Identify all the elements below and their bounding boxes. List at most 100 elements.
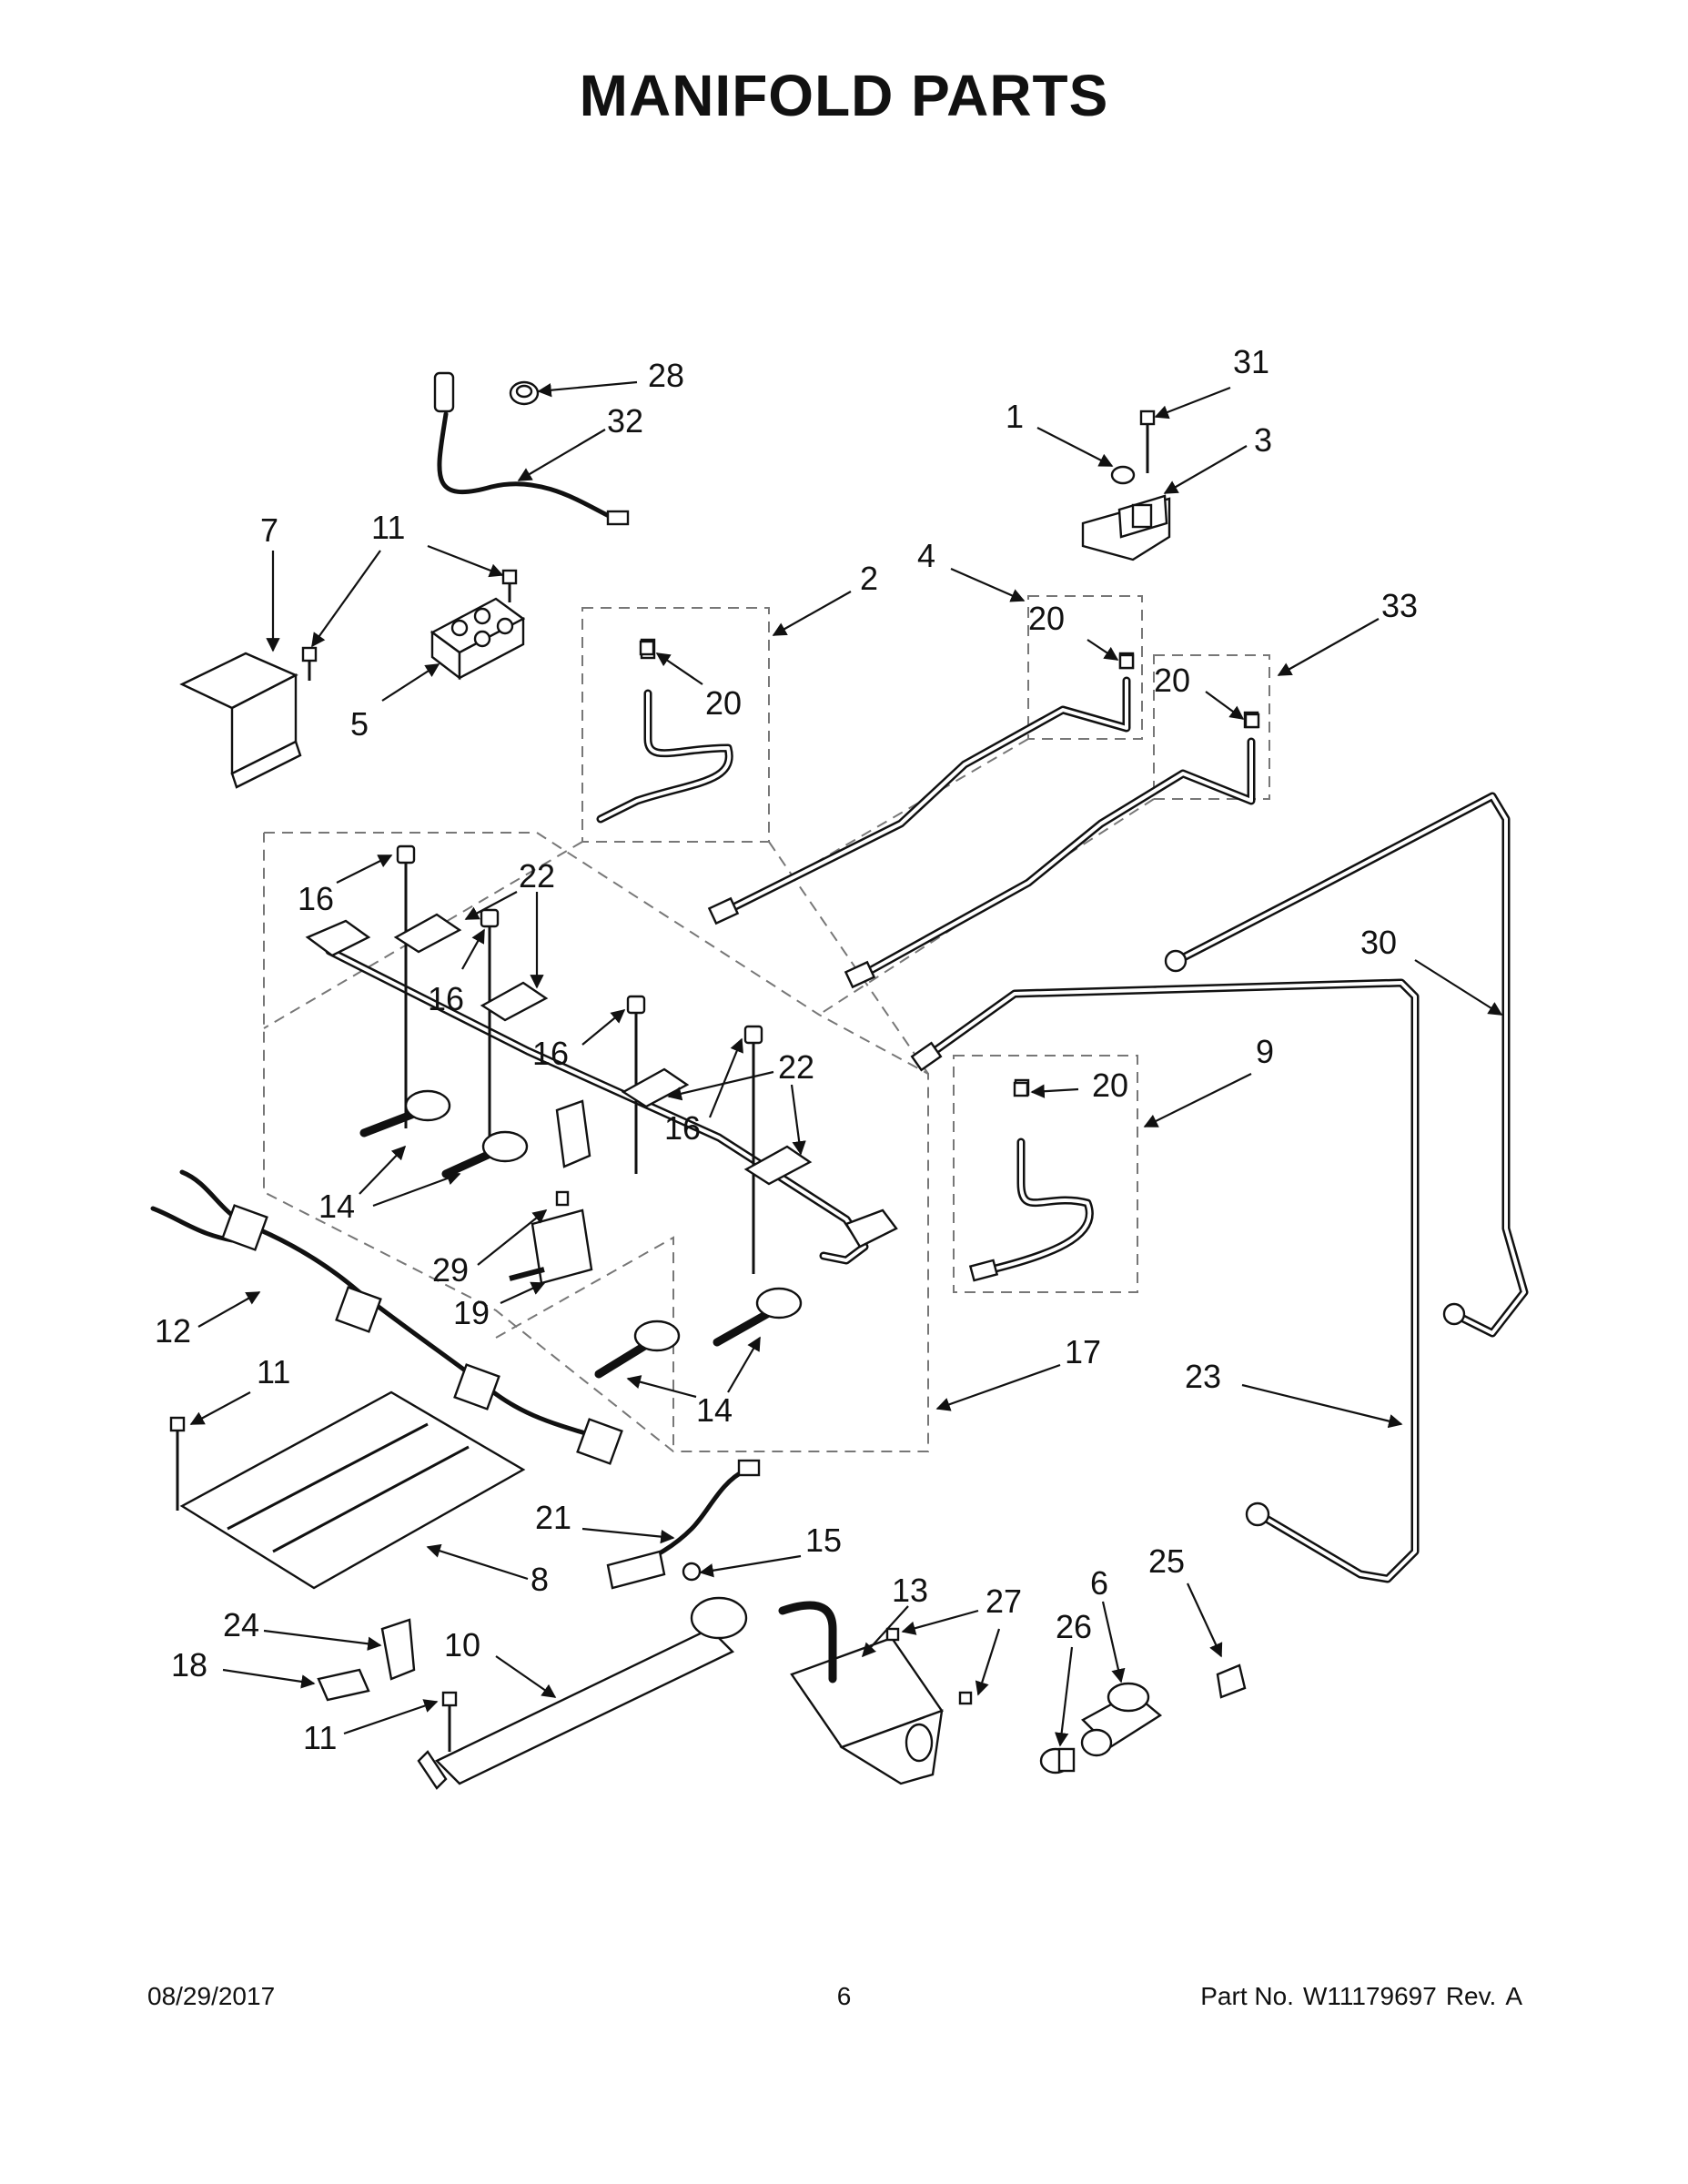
- screw-15: [682, 1562, 702, 1582]
- leader-lines: [189, 380, 1503, 1747]
- brackets-22: [393, 913, 813, 1186]
- leader-23: [1241, 1383, 1403, 1429]
- callout-25: 25: [1148, 1542, 1185, 1580]
- switch-19: [509, 1190, 593, 1285]
- fittings-20: [639, 640, 1260, 1097]
- tube-9: [968, 1078, 1094, 1282]
- callout-12: 12: [155, 1312, 191, 1350]
- wire-harness-32: [433, 371, 630, 526]
- part-number-value: W11179697: [1302, 1982, 1437, 2010]
- nut-1: [1110, 465, 1136, 485]
- callout-11-bottom: 11: [303, 1719, 337, 1756]
- callout-16-c: 16: [532, 1035, 569, 1072]
- part-number-label: Part No.: [1200, 1982, 1294, 2010]
- callout-22-a: 22: [519, 857, 555, 895]
- outline-tube-9: [953, 1055, 1138, 1293]
- callout-24: 24: [223, 1606, 259, 1643]
- callout-26: 26: [1056, 1608, 1092, 1645]
- leader-16d: [708, 1037, 743, 1118]
- orifice-holder-13: [778, 1601, 944, 1785]
- callout-20-c: 20: [1154, 662, 1190, 699]
- tube-4: [707, 652, 1135, 925]
- tube-30: [1164, 792, 1529, 1338]
- callout-10: 10: [444, 1626, 480, 1663]
- outline-manifold-17: [263, 832, 929, 1452]
- leader-19: [500, 1281, 546, 1304]
- leader-22a: [464, 891, 518, 920]
- tube-23: [910, 978, 1420, 1583]
- leader-20d: [1030, 1084, 1079, 1098]
- harness-12: [150, 1169, 623, 1465]
- leader-21: [581, 1527, 675, 1544]
- callout-20-a: 20: [705, 684, 742, 722]
- leader-3: [1163, 445, 1248, 494]
- revision-value: A: [1505, 1982, 1522, 2010]
- callout-14-a: 14: [318, 1188, 355, 1225]
- leader-25: [1187, 1582, 1223, 1658]
- footer-page-number: 6: [836, 1982, 852, 2010]
- bracket-3: [1081, 494, 1171, 561]
- callout-19: 19: [453, 1294, 490, 1331]
- callout-11-top: 11: [371, 509, 405, 546]
- screw-11-top: [301, 569, 518, 681]
- callout-16-b: 16: [428, 980, 464, 1017]
- outline-sub-group: [495, 1236, 674, 1451]
- leader-2: [772, 591, 852, 636]
- leader-32: [517, 429, 606, 481]
- callout-7: 7: [260, 511, 278, 549]
- callout-6: 6: [1090, 1564, 1108, 1602]
- callout-15: 15: [805, 1522, 842, 1559]
- heat-shield-8: [179, 1390, 526, 1590]
- callout-8: 8: [531, 1561, 549, 1598]
- group-outlines: [263, 595, 1270, 1452]
- leader-20a: [655, 652, 703, 685]
- leader-27b: [975, 1628, 1001, 1696]
- clip-18: [317, 1668, 370, 1702]
- callout-11-mid: 11: [257, 1353, 290, 1390]
- leader-18: [222, 1668, 316, 1689]
- leader-20b: [1087, 639, 1119, 661]
- leader-13: [861, 1605, 909, 1658]
- leader-14b: [372, 1171, 461, 1208]
- callout-21: 21: [535, 1499, 571, 1536]
- screw-11-mid: [169, 1416, 186, 1511]
- page-title: MANIFOLD PARTS: [579, 63, 1109, 128]
- callout-22-b: 22: [778, 1048, 814, 1086]
- callout-9: 9: [1256, 1033, 1274, 1070]
- callout-2: 2: [860, 560, 878, 597]
- callout-14-b: 14: [696, 1391, 733, 1429]
- clip-25: [1216, 1663, 1247, 1699]
- screw-31: [1139, 410, 1156, 473]
- leader-24: [263, 1629, 382, 1651]
- relay-5: [430, 597, 526, 681]
- tube-2: [596, 638, 733, 824]
- leader-26: [1055, 1646, 1074, 1747]
- screws-27: [885, 1627, 973, 1705]
- leader-4: [950, 567, 1026, 602]
- wire-21: [606, 1459, 761, 1590]
- callout-17: 17: [1065, 1333, 1101, 1370]
- leader-20c: [1205, 691, 1245, 720]
- leader-22c: [667, 1070, 774, 1101]
- leader-30: [1414, 959, 1503, 1016]
- screws-16: [396, 844, 763, 1274]
- part-drawings: [150, 371, 1529, 1790]
- leader-10: [495, 1655, 557, 1698]
- footer-date: 08/29/2017: [147, 1982, 276, 2010]
- callout-5: 5: [350, 705, 369, 743]
- leader-14c: [626, 1375, 697, 1399]
- leader-14a: [359, 1145, 407, 1195]
- leader-17: [935, 1363, 1061, 1411]
- callout-29: 29: [432, 1251, 469, 1289]
- callout-33: 33: [1381, 587, 1418, 624]
- callout-labels: 28 32 31 1 3 7 11 5 2 20 4 20 33 20 16 2…: [155, 343, 1418, 1756]
- callout-32: 32: [607, 402, 643, 440]
- callout-1: 1: [1006, 398, 1024, 435]
- outline-tube-4: [1027, 595, 1143, 740]
- callout-18: 18: [171, 1646, 207, 1684]
- callout-28: 28: [648, 357, 684, 394]
- leader-11d: [343, 1699, 439, 1735]
- leader-11a: [311, 550, 381, 648]
- leader-28: [537, 380, 638, 398]
- leader-14d: [727, 1336, 761, 1393]
